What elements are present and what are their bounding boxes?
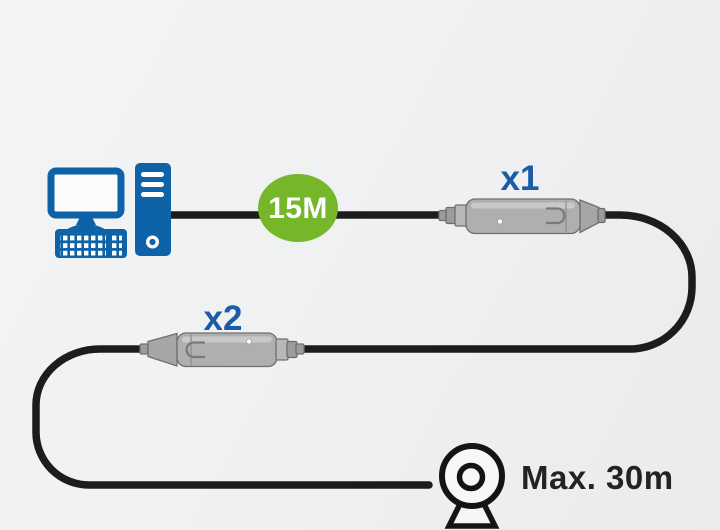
extender-x2-label: x2: [203, 299, 243, 338]
monitor-stand-base: [61, 224, 111, 233]
extender-x1-label: x1: [500, 159, 540, 198]
usb-extender-x2-icon: [139, 332, 305, 368]
cable-line: [32, 211, 696, 489]
usb-extender-x1-icon: [438, 198, 606, 235]
webcam-lens: [456, 462, 486, 492]
extender-led: [497, 218, 503, 225]
monitor-stand-neck: [76, 215, 96, 225]
monitor-icon: [47, 167, 125, 219]
cable-segment-left-loop: [32, 345, 433, 489]
desktop-computer-icon: [47, 163, 171, 258]
cable-length-label: 15M: [268, 192, 328, 225]
cable-length-badge: [258, 174, 338, 242]
cable-segment-right-loop: [296, 211, 696, 353]
max-distance-label: Max. 30m: [521, 459, 674, 496]
extender-led: [246, 338, 252, 345]
webcam-icon: [439, 443, 505, 529]
